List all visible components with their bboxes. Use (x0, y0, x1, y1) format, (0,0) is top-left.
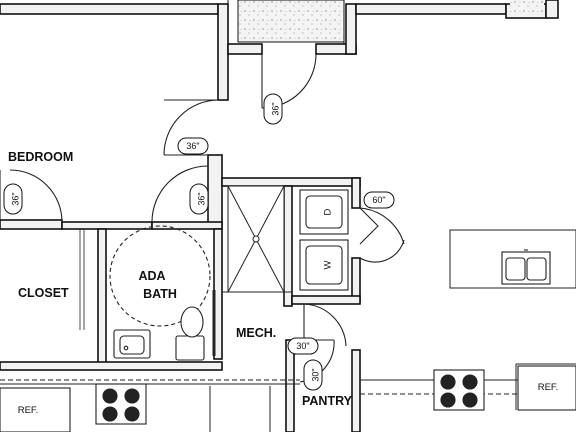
top-right-texture (510, 0, 544, 12)
wall-hall-right-top (207, 154, 223, 228)
pantry-door-tag-pill (303, 359, 323, 391)
entry-door-tag-pill (263, 93, 283, 125)
bath-door-tag-pill (189, 183, 209, 215)
wall-laundry-right (351, 177, 361, 209)
pantry-door-tag: 30" (310, 368, 320, 381)
wall-pantry-right (351, 349, 361, 432)
pantry-label: PANTRY (302, 394, 353, 408)
ada-bath-label-line2: BATH (143, 287, 177, 301)
wall-entry-left (217, 3, 229, 101)
wall-mech-top (291, 295, 361, 305)
hall-door-tag: 36" (186, 141, 199, 151)
refrigerator-right-label: REF. (538, 382, 559, 393)
laundry-door-tag-pill (363, 191, 395, 209)
laundry-door-tag: 60" (372, 195, 385, 205)
range-left (95, 383, 147, 425)
range-right (433, 369, 485, 411)
refrigerator-right-box (517, 365, 576, 411)
wall-top-left (0, 3, 219, 15)
wall-bath-top (151, 221, 223, 230)
wall-laundry-top (221, 177, 361, 187)
wall-bedroom-hall (0, 219, 63, 230)
ada-turning-circle (109, 225, 211, 327)
bedroom-door-tag: 36" (10, 192, 20, 205)
laundry-appliances (299, 189, 349, 291)
hall-door-tag-pill (177, 137, 209, 155)
refrigerator-left-label: REF. (18, 405, 39, 416)
wall-closet-top (61, 221, 153, 230)
wall-right-stub (545, 0, 559, 19)
toilet (175, 290, 216, 361)
wall-porch-left (227, 43, 263, 55)
bedroom-door-tag-pill (3, 183, 23, 215)
wall-shower-right (283, 185, 293, 307)
refrigerator-left-box (0, 387, 71, 432)
porch-slab (237, 0, 345, 43)
ada-bath-label-line1: ADA (138, 269, 165, 283)
wall-porch-return (345, 3, 357, 55)
door-swings (0, 53, 405, 383)
lavatory (113, 329, 151, 359)
mech-door-tag-pill (287, 337, 319, 355)
bedroom-label: BEDROOM (8, 150, 73, 164)
shower-drain (252, 235, 260, 243)
wall-top-right (355, 3, 507, 15)
bath-door-tag: 36" (196, 192, 206, 205)
washer-label: W (323, 260, 334, 269)
wall-bottom-left (0, 361, 223, 371)
mech-door-tag: 30" (296, 341, 309, 351)
entry-door-tag: 36" (270, 102, 280, 115)
kitchen-sink (501, 249, 551, 285)
mech-label: MECH. (236, 326, 276, 340)
wall-bath-left (97, 228, 107, 364)
closet-label: CLOSET (18, 286, 69, 300)
walls (0, 0, 559, 432)
dryer-label: D (323, 208, 334, 215)
